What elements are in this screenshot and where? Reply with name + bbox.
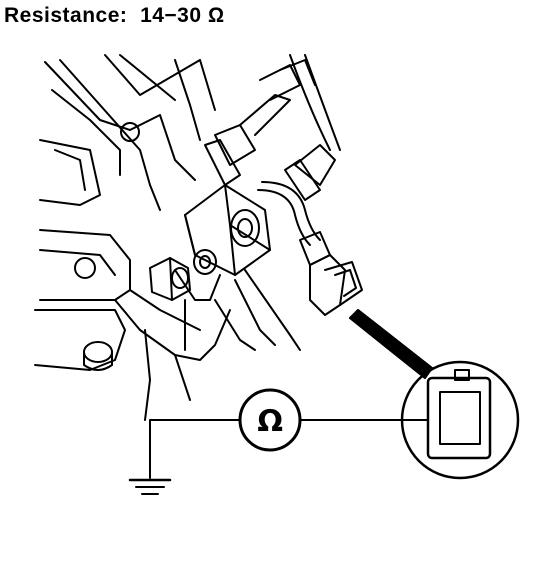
ohmmeter-icon: Ω bbox=[238, 388, 302, 452]
ground-symbol-icon bbox=[128, 478, 172, 495]
upper-harness bbox=[204, 54, 341, 201]
sensor-lead bbox=[257, 181, 363, 316]
resistance-value: 14−30 Ω bbox=[140, 4, 225, 27]
diagram-title: Resistance: 14−30 Ω bbox=[4, 4, 225, 28]
resistance-label: Resistance: bbox=[4, 4, 128, 27]
detail-pointer bbox=[349, 309, 433, 379]
engine-block-outline bbox=[34, 54, 301, 421]
ohmmeter-circuit bbox=[149, 419, 429, 479]
knock-sensor bbox=[149, 184, 271, 301]
ohm-symbol: Ω bbox=[257, 404, 283, 439]
